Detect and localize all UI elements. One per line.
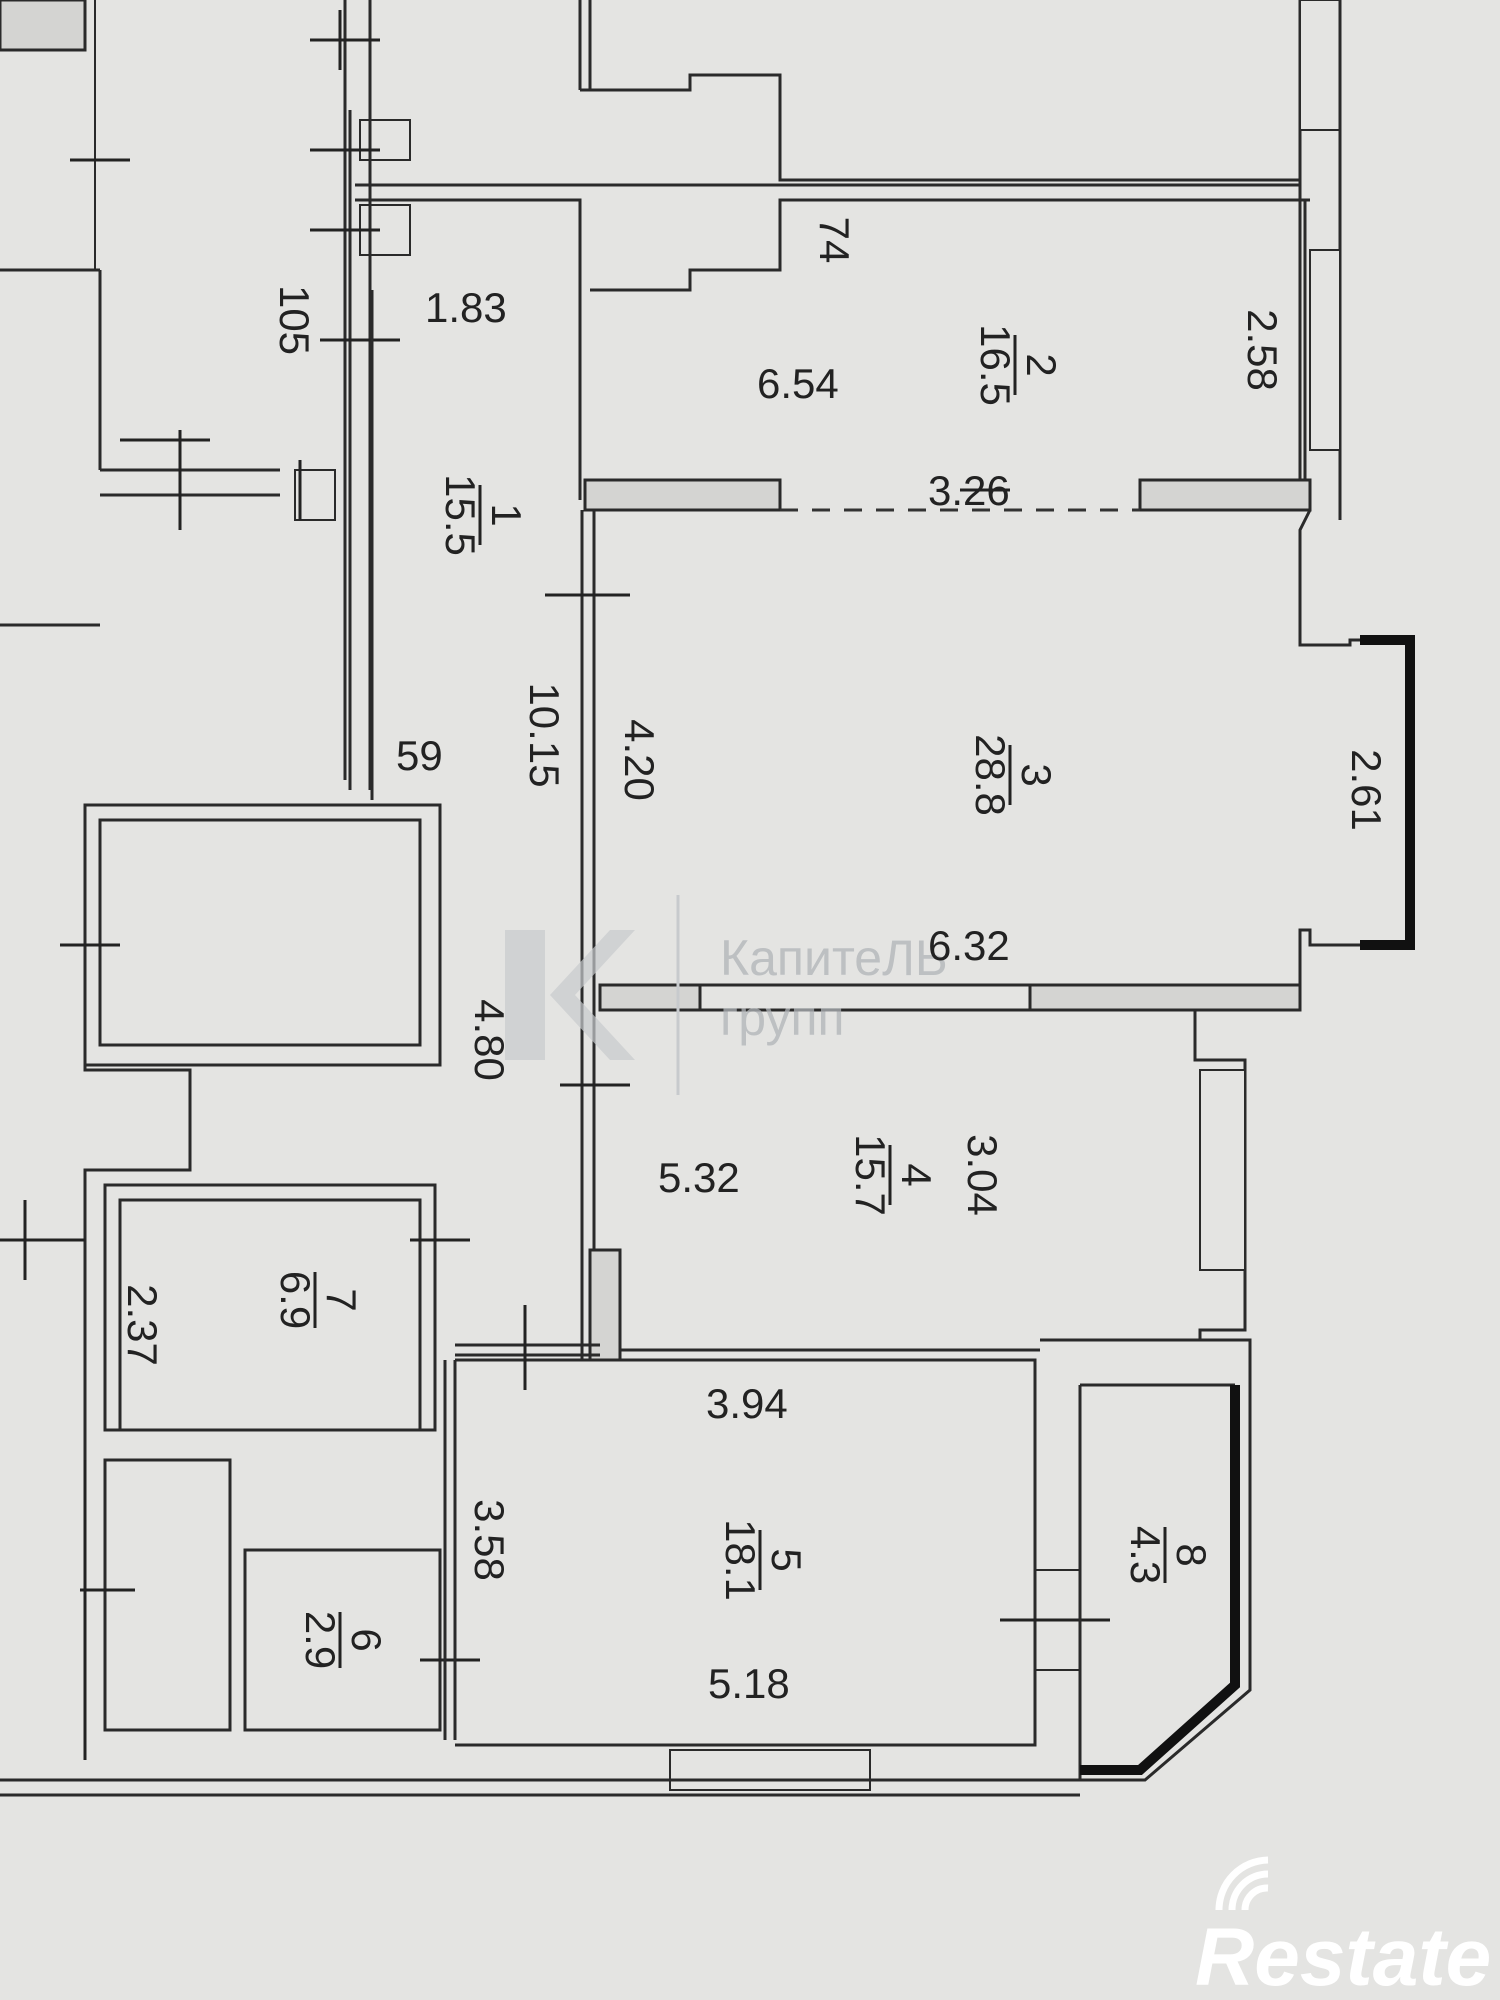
room-6-walls <box>80 1458 480 1760</box>
room-7-walls <box>0 803 470 1760</box>
room-area: 18.1 <box>717 1519 764 1601</box>
dimension-label: 5.18 <box>708 1660 790 1707</box>
room-5-walls <box>443 1305 1110 1791</box>
dimension-label: 6.32 <box>928 922 1010 969</box>
watermark-line2: групп <box>720 990 845 1046</box>
room-label-3: 3 28.8 <box>967 734 1060 816</box>
dimension-label: 1.83 <box>425 284 507 331</box>
left-structures <box>0 0 411 790</box>
room-number: 3 <box>1013 763 1060 786</box>
dimension-label: 105 <box>271 285 318 355</box>
dimension-label: 5.32 <box>658 1154 740 1201</box>
room-3-walls <box>598 509 1415 1012</box>
room-label-1: 1 15.5 <box>437 474 530 556</box>
signal-arcs-icon <box>1215 1856 1269 1911</box>
restate-logo-text: Restate <box>1195 1912 1491 2000</box>
room-number: 8 <box>1168 1543 1215 1566</box>
room-area: 6.9 <box>272 1271 319 1329</box>
corridor <box>370 198 630 1360</box>
room-label-2: 2 16.5 <box>972 324 1065 406</box>
room-number: 7 <box>318 1288 365 1311</box>
watermark-line1: КапитеЛЬ <box>720 930 948 986</box>
room-number: 5 <box>763 1548 810 1571</box>
dimension-label: 10.15 <box>521 682 568 787</box>
watermark: КапитеЛЬ групп <box>505 895 948 1095</box>
room-area: 4.3 <box>1122 1526 1169 1584</box>
dimension-label: 3.58 <box>466 1499 513 1581</box>
room-label-8: 8 4.3 <box>1122 1526 1215 1584</box>
dimension-label: 59 <box>396 732 443 779</box>
dimension-label: 4.80 <box>466 999 513 1081</box>
dimension-label: 2.37 <box>119 1284 166 1366</box>
room-4-walls <box>588 1008 1247 1362</box>
dimension-label: 3.04 <box>959 1134 1006 1216</box>
dimension-label: 4.20 <box>616 719 663 801</box>
dimension-label: 2.58 <box>1239 309 1286 391</box>
watermark-logo-icon <box>505 930 635 1060</box>
room-2-walls <box>583 198 1341 512</box>
dimension-label: 2.61 <box>1343 749 1390 831</box>
dimension-label: 74 <box>811 217 858 264</box>
restate-logo: Restate <box>1195 1856 1491 2000</box>
dimension-label: 6.54 <box>757 360 839 407</box>
room-label-7: 7 6.9 <box>272 1271 365 1329</box>
room-number: 1 <box>483 503 530 526</box>
room-number: 6 <box>343 1628 390 1651</box>
room-area: 28.8 <box>967 734 1014 816</box>
outer-wall <box>0 1778 1080 1797</box>
room-area: 15.5 <box>437 474 484 556</box>
room-label-5: 5 18.1 <box>717 1519 810 1601</box>
room-label-6: 6 2.9 <box>297 1611 390 1669</box>
room-area: 15.7 <box>847 1134 894 1216</box>
room-area: 16.5 <box>972 324 1019 406</box>
room-label-4: 4 15.7 <box>847 1134 940 1216</box>
room-8-walls <box>1045 1338 1252 1782</box>
room-area: 2.9 <box>297 1611 344 1669</box>
room-number: 2 <box>1018 353 1065 376</box>
room-number: 4 <box>893 1163 940 1186</box>
dimension-label: 3.94 <box>706 1380 788 1427</box>
top-structures <box>355 0 1342 520</box>
dimension-label: 3.26 <box>928 467 1010 514</box>
